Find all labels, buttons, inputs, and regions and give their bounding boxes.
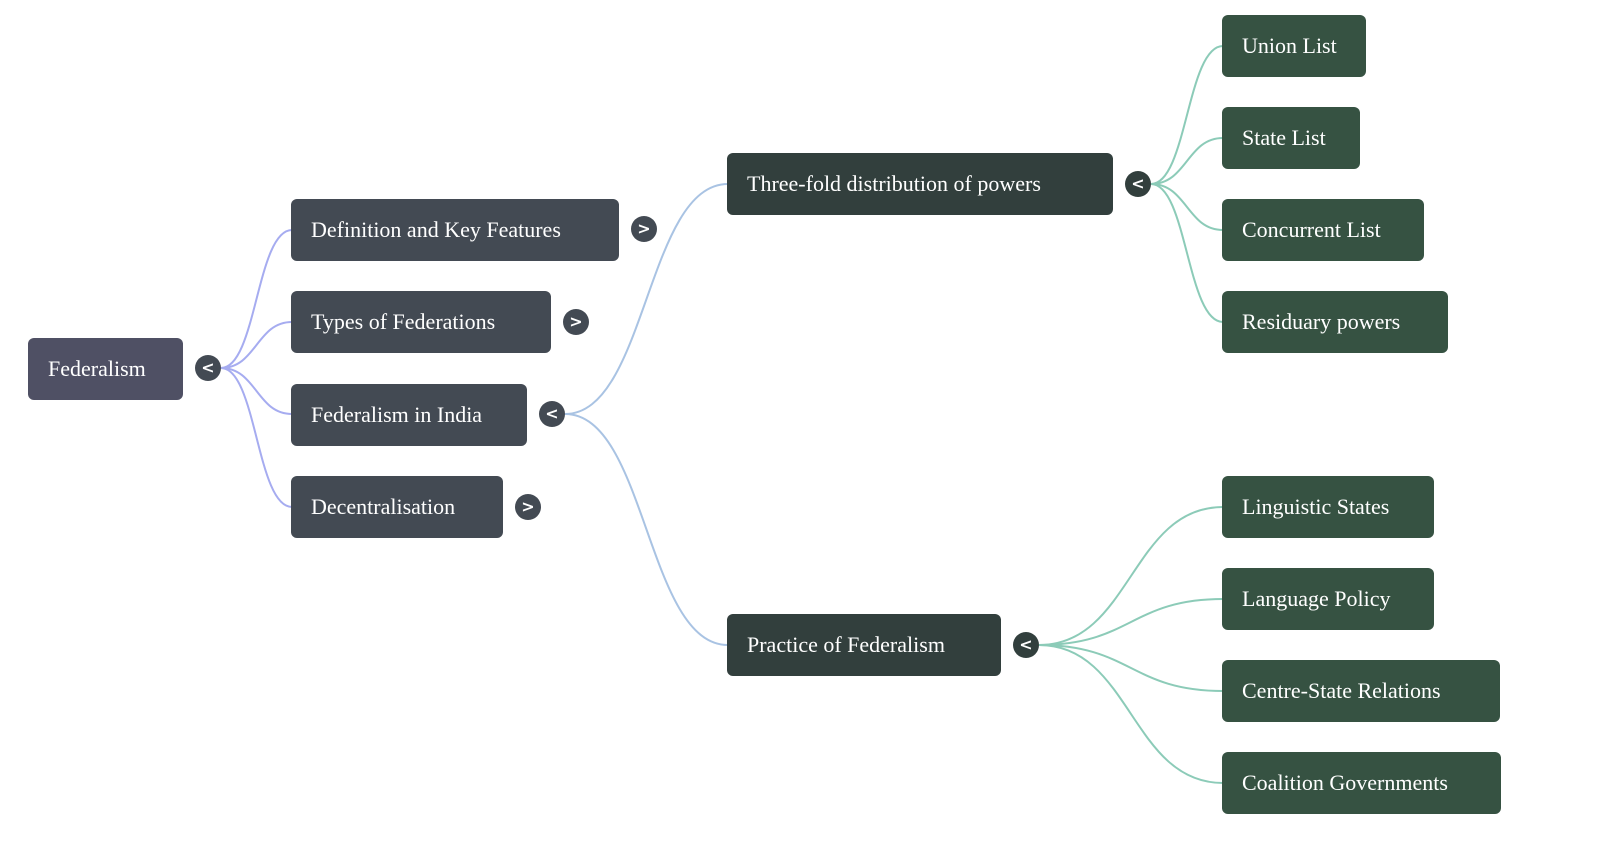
node-decentralisation[interactable]: Decentralisation <box>291 476 503 538</box>
collapse-toggle-icon[interactable]: < <box>539 401 565 427</box>
collapse-toggle-icon[interactable]: < <box>195 355 221 381</box>
node-label: Residuary powers <box>1242 309 1401 334</box>
node-label: Linguistic States <box>1242 494 1390 519</box>
expand-toggle-icon[interactable]: > <box>515 494 541 520</box>
node-definition-key-features[interactable]: Definition and Key Features <box>291 199 619 261</box>
node-label: Definition and Key Features <box>311 217 561 242</box>
edge-root-child <box>220 367 293 415</box>
node-types-of-federations[interactable]: Types of Federations <box>291 291 551 353</box>
edge-india-child <box>564 413 729 646</box>
node-practice-of-federalism[interactable]: Practice of Federalism <box>727 614 1001 676</box>
node-centre-state-relations[interactable]: Centre-State Relations <box>1222 660 1500 722</box>
node-label: Federalism <box>48 356 146 381</box>
node-union-list[interactable]: Union List <box>1222 15 1366 77</box>
node-label: Concurrent List <box>1242 217 1381 242</box>
node-label: Language Policy <box>1242 586 1391 611</box>
edge-practice-child <box>1038 598 1224 646</box>
collapse-toggle-icon[interactable]: < <box>1125 171 1151 197</box>
edge-powers-child <box>1150 183 1224 231</box>
edge-practice-child <box>1038 644 1224 784</box>
node-state-list[interactable]: State List <box>1222 107 1360 169</box>
node-coalition-governments[interactable]: Coalition Governments <box>1222 752 1501 814</box>
node-label: Three-fold distribution of powers <box>747 171 1041 196</box>
node-label: Practice of Federalism <box>747 632 945 657</box>
edge-india-child <box>564 183 729 415</box>
edge-root-child <box>220 229 293 369</box>
node-label: Union List <box>1242 33 1337 58</box>
node-federalism[interactable]: Federalism <box>28 338 183 400</box>
expand-toggle-icon[interactable]: > <box>631 216 657 242</box>
edge-powers-child <box>1150 137 1224 185</box>
node-label: State List <box>1242 125 1326 150</box>
node-linguistic-states[interactable]: Linguistic States <box>1222 476 1434 538</box>
node-residuary-powers[interactable]: Residuary powers <box>1222 291 1448 353</box>
node-label: Centre-State Relations <box>1242 678 1441 703</box>
edge-root-child <box>220 367 293 508</box>
edge-practice-child <box>1038 506 1224 646</box>
node-label: Decentralisation <box>311 494 456 519</box>
node-concurrent-list[interactable]: Concurrent List <box>1222 199 1424 261</box>
edge-root-child <box>220 321 293 369</box>
node-label: Federalism in India <box>311 402 483 427</box>
edge-practice-child <box>1038 644 1224 692</box>
node-label: Coalition Governments <box>1242 770 1448 795</box>
node-three-fold-distribution[interactable]: Three-fold distribution of powers <box>727 153 1113 215</box>
node-label: Types of Federations <box>311 309 496 334</box>
collapse-toggle-icon[interactable]: < <box>1013 632 1039 658</box>
node-federalism-in-india[interactable]: Federalism in India <box>291 384 527 446</box>
edge-powers-child <box>1150 183 1224 323</box>
expand-toggle-icon[interactable]: > <box>563 309 589 335</box>
edge-powers-child <box>1150 45 1224 185</box>
node-language-policy[interactable]: Language Policy <box>1222 568 1434 630</box>
